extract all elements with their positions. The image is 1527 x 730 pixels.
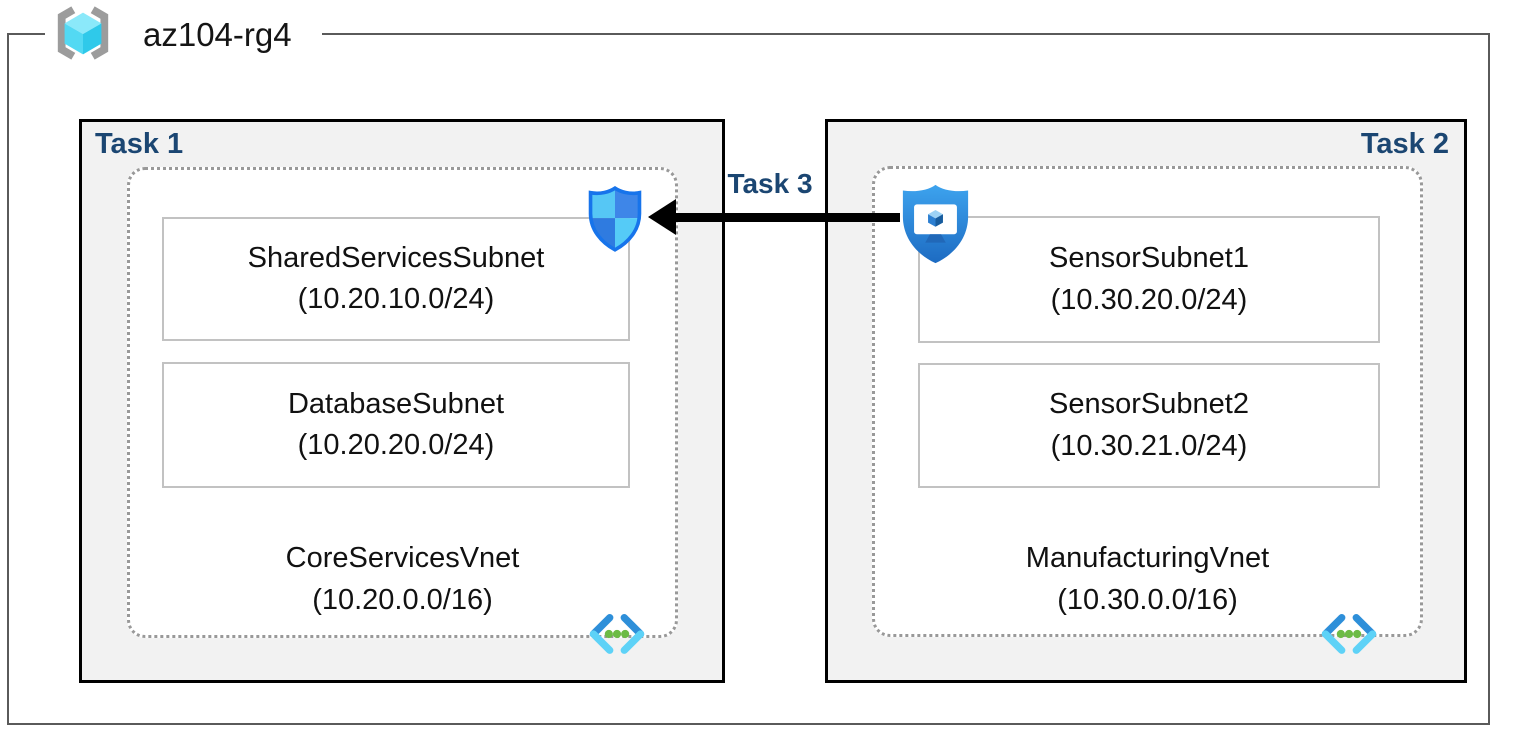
bastion-icon [898,183,973,265]
task3-arrow-head [648,199,676,235]
subnet-name: SensorSubnet2 [1049,388,1249,421]
resource-group-frame: az104-rg4 [7,2,1490,725]
task3-arrow-shaft [674,213,900,222]
subnet-cidr: (10.20.10.0/24) [297,283,495,315]
vnet-cidr: (10.30.0.0/16) [1057,584,1238,617]
subnet-name: DatabaseSubnet [287,387,505,420]
resource-group-name: az104-rg4 [143,16,292,53]
vnet-cidr: (10.20.0.0/16) [312,584,493,617]
subnet-box: SensorSubnet1 (10.30.20.0/24) [918,216,1380,343]
network-security-group-icon [586,185,644,253]
subnet-box: SharedServicesSubnet (10.20.10.0/24) [162,217,630,341]
task3-label: Task 3 [727,168,813,199]
subnet-cidr: (10.30.20.0/24) [1050,283,1248,316]
subnet-cidr: (10.20.20.0/24) [297,429,495,461]
resource-group-icon [51,2,115,69]
vnet-label: ManufacturingVnet (10.30.0.0/16) [872,537,1423,621]
vnet-name: ManufacturingVnet [1025,542,1270,574]
virtual-network-icon [588,611,646,657]
subnet-name: SharedServicesSubnet [247,241,545,274]
vnet-label: CoreServicesVnet (10.20.0.0/16) [127,537,678,621]
subnet-name: SensorSubnet1 [1049,242,1249,275]
task1-label: Task 1 [95,128,184,160]
subnet-box: SensorSubnet2 (10.30.21.0/24) [918,363,1380,488]
vnet-name: CoreServicesVnet [285,542,520,574]
resource-group-label: az104-rg4 [45,2,322,68]
virtual-network-icon [1320,611,1378,657]
subnet-box: DatabaseSubnet (10.20.20.0/24) [162,362,630,488]
subnet-cidr: (10.30.21.0/24) [1050,429,1248,462]
task2-label: Task 2 [1360,128,1449,160]
